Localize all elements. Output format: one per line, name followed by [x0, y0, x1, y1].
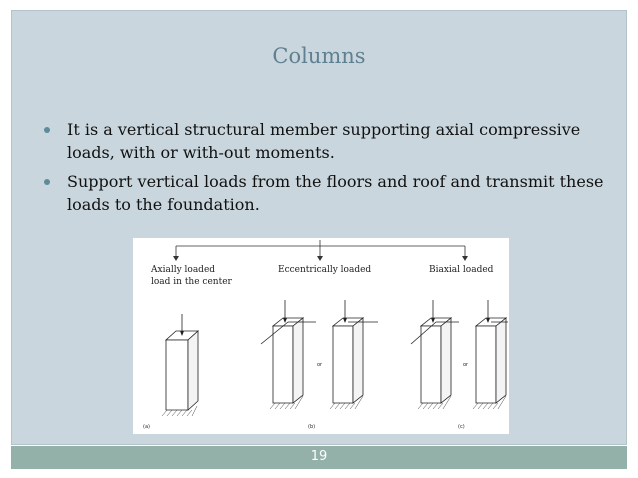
sublabel-a: (a) [143, 424, 150, 430]
arrow-c-left [431, 318, 435, 323]
connector-or-b: or [317, 362, 323, 368]
label-eccentric: Eccentrically loaded [278, 265, 371, 275]
hatch-c-right [472, 395, 507, 410]
slide-title: Columns [272, 44, 366, 68]
arrow-c-right [486, 318, 490, 323]
label-biaxial: Biaxial loaded [429, 265, 494, 275]
column-c-right [474, 300, 508, 404]
column-b-right [331, 300, 378, 404]
column-c-left [410, 300, 459, 404]
label-axial-line2: load in the center [151, 277, 233, 287]
column-b-left [260, 300, 316, 404]
bracket-lines [175, 240, 466, 258]
bullet-list: It is a vertical structural member suppo… [40, 118, 610, 222]
bracket-arrows [173, 256, 468, 261]
hatch-c-left [417, 395, 452, 410]
arrow-a [180, 331, 184, 336]
column-a [164, 314, 200, 411]
hatch-b-right [329, 395, 364, 410]
connector-or-c: or [463, 362, 469, 368]
bullet-item: It is a vertical structural member suppo… [40, 118, 610, 164]
bullet-icon [44, 179, 50, 185]
bullet-text: Support vertical loads from the floors a… [67, 172, 604, 214]
column-diagram: Axially loaded load in the center Eccent… [143, 240, 508, 430]
bullet-text: It is a vertical structural member suppo… [67, 120, 581, 162]
label-axial-line1: Axially loaded [150, 265, 215, 275]
hatch-b-left [269, 395, 304, 410]
arrow-b-right [343, 318, 347, 323]
bullet-icon [44, 127, 50, 133]
bullet-item: Support vertical loads from the floors a… [40, 170, 610, 216]
sublabel-c: (c) [458, 424, 465, 430]
sublabel-b: (b) [308, 424, 315, 430]
page-number: 19 [310, 449, 328, 464]
footer-bar: 19 [11, 446, 627, 469]
arrow-b-left [283, 318, 287, 323]
column-loading-figure: Axially loaded load in the center Eccent… [133, 238, 509, 434]
hatch-a [161, 405, 198, 417]
footer: 19 [0, 446, 638, 478]
